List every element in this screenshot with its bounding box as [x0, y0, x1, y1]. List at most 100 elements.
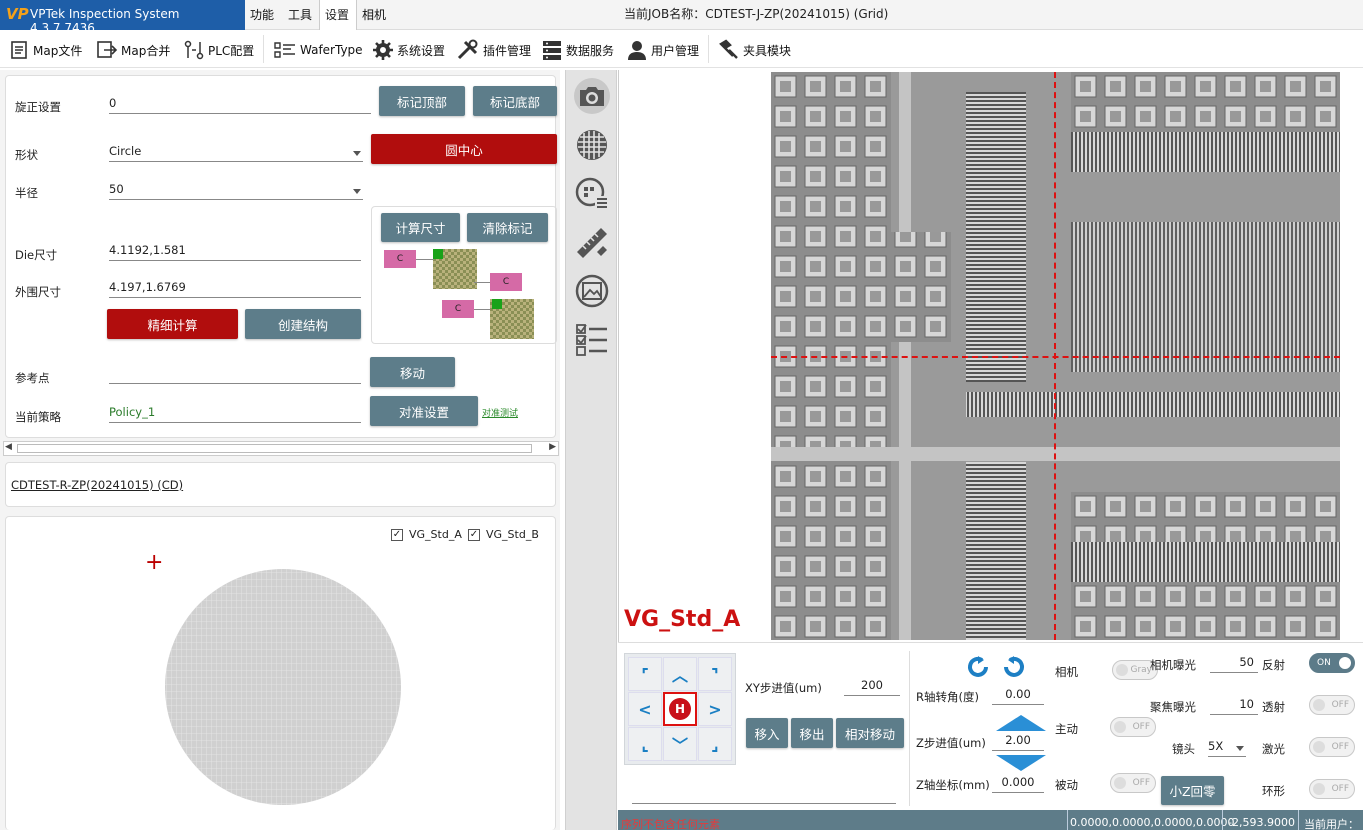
die-size-input[interactable]: 4.1192,1.581: [109, 241, 361, 261]
map-file-button[interactable]: Map文件: [10, 39, 82, 61]
system-settings-button[interactable]: 系统设置: [372, 39, 445, 61]
scroll-left-icon[interactable]: ◀: [5, 442, 12, 452]
wafer-map[interactable]: [161, 565, 406, 831]
active-toggle[interactable]: OFF: [1110, 717, 1156, 737]
reflect-toggle[interactable]: ON: [1309, 653, 1355, 673]
move-in-button[interactable]: 移入: [746, 718, 788, 748]
rotation-input[interactable]: 0: [109, 94, 371, 114]
passive-toggle[interactable]: OFF: [1110, 773, 1156, 793]
home-button[interactable]: H: [663, 692, 697, 726]
lens-label: 镜头: [1172, 742, 1195, 756]
focus-exposure-input[interactable]: 10: [1210, 695, 1258, 715]
checklist-icon: [576, 324, 607, 356]
wafer-grid-tool-button[interactable]: [574, 127, 610, 163]
camera-exposure-input[interactable]: 50: [1210, 653, 1258, 673]
menu-tools[interactable]: 工具: [288, 8, 313, 22]
laser-toggle[interactable]: OFF: [1309, 737, 1355, 757]
clear-marks-button[interactable]: 清除标记: [467, 213, 548, 242]
fine-calc-button[interactable]: 精细计算: [107, 309, 238, 339]
scroll-right-icon[interactable]: ▶: [549, 442, 556, 452]
jog-right-button[interactable]: >: [698, 692, 732, 726]
data-service-button[interactable]: 数据服务: [541, 39, 614, 61]
rotation-label: 旋正设置: [15, 100, 61, 114]
toggle-knob: [1313, 783, 1325, 795]
toggle-knob: [1313, 699, 1325, 711]
divider: [632, 803, 896, 804]
scroll-thumb[interactable]: [17, 444, 532, 453]
outer-size-input[interactable]: 4.197,1.6769: [109, 278, 361, 298]
image-tool-button[interactable]: [574, 273, 610, 309]
divider: [1222, 810, 1223, 830]
checkbox-checked-icon[interactable]: ✓: [391, 528, 403, 541]
rotate-ccw-icon[interactable]: [966, 655, 990, 679]
recipe-link[interactable]: CDTEST-R-ZP(20241015) (CD): [11, 478, 184, 492]
plugin-tools-icon: [457, 39, 478, 60]
app-logo-area: VP VPTek Inspection System 4.3.7.7436: [0, 0, 245, 35]
wafer-microscope-image[interactable]: [771, 72, 1340, 640]
jog-up-button[interactable]: ︿: [663, 657, 697, 691]
r-angle-input[interactable]: 0.00: [992, 685, 1044, 705]
plc-config-button[interactable]: PLC配置: [183, 39, 254, 61]
toolbar: Map文件 Map合并 PLC配置 WaferType 系统设置 插件管理 数据…: [0, 30, 1363, 68]
menu-settings-tab[interactable]: 设置: [319, 0, 357, 30]
radius-select[interactable]: 50: [109, 180, 363, 200]
image-frame-icon: [575, 274, 609, 308]
wafer-type-icon: [274, 42, 295, 58]
calc-size-button[interactable]: 计算尺寸: [381, 213, 460, 242]
rotate-cw-icon[interactable]: [1002, 655, 1026, 679]
checkbox-checked-icon[interactable]: ✓: [468, 528, 480, 541]
image-overlay-label: VG_Std_A: [624, 607, 741, 632]
jog-down-button[interactable]: ﹀: [663, 727, 697, 761]
z-up-arrow-icon[interactable]: [996, 715, 1046, 731]
wafer-type-button[interactable]: WaferType: [273, 39, 363, 61]
create-structure-button[interactable]: 创建结构: [245, 309, 361, 339]
relative-move-button[interactable]: 相对移动: [836, 718, 904, 748]
z-coord-input[interactable]: 0.000: [992, 773, 1044, 793]
reference-point-input[interactable]: [109, 364, 361, 384]
jog-up-right-button[interactable]: ⌝: [698, 657, 732, 691]
z-down-arrow-icon[interactable]: [996, 755, 1046, 771]
menu-function[interactable]: 功能: [250, 8, 275, 22]
left-panel: 旋正设置 0 标记顶部 标记底部 形状 Circle 圆中心 半径 50 计算尺…: [0, 70, 560, 830]
camera-tool-button[interactable]: [574, 78, 610, 114]
jog-up-left-button[interactable]: ⌜: [628, 657, 662, 691]
align-settings-button[interactable]: 对准设置: [370, 396, 478, 426]
wafer-die-grid: [165, 569, 401, 805]
plugin-manager-button[interactable]: 插件管理: [456, 39, 531, 61]
move-out-button[interactable]: 移出: [791, 718, 833, 748]
circle-center-button[interactable]: 圆中心: [371, 134, 557, 164]
wafer-list-tool-button[interactable]: [574, 176, 610, 212]
move-button[interactable]: 移动: [370, 357, 455, 387]
camera-mode-toggle[interactable]: Gray: [1112, 660, 1158, 680]
horizontal-scrollbar[interactable]: ◀ ▶: [3, 441, 559, 456]
z-step-input[interactable]: 2.00: [992, 731, 1044, 751]
xy-step-input[interactable]: 200: [844, 676, 900, 696]
measure-tool-button[interactable]: [574, 225, 610, 261]
checklist-tool-button[interactable]: [574, 321, 610, 357]
jog-left-button[interactable]: <: [628, 692, 662, 726]
menu-settings[interactable]: 设置: [325, 8, 350, 22]
current-user-label: 当前用户：: [1304, 818, 1359, 831]
z-step-label: Z步进值(um): [916, 736, 986, 750]
lens-select[interactable]: 5X: [1208, 737, 1246, 757]
policy-input[interactable]: Policy_1: [109, 403, 361, 423]
legend-vg-std-b[interactable]: ✓ VG_Std_B: [468, 528, 539, 541]
mark-bottom-button[interactable]: 标记底部: [473, 86, 557, 116]
legend-vg-std-a[interactable]: ✓ VG_Std_A: [391, 528, 462, 541]
jog-down-left-button[interactable]: ⌞: [628, 727, 662, 761]
align-test-link[interactable]: 对准测试: [482, 409, 519, 419]
mark-top-button[interactable]: 标记顶部: [379, 86, 465, 116]
jog-down-right-button[interactable]: ⌟: [698, 727, 732, 761]
policy-label: 当前策略: [15, 410, 61, 424]
fixture-module-button[interactable]: 夹具模块: [718, 39, 791, 61]
small-z-home-button[interactable]: 小Z回零: [1161, 776, 1224, 805]
transmit-toggle[interactable]: OFF: [1309, 695, 1355, 715]
user-manager-button[interactable]: 用户管理: [626, 39, 699, 61]
shape-select[interactable]: Circle: [109, 142, 363, 162]
die-corner-2: [492, 299, 502, 309]
map-merge-button[interactable]: Map合并: [96, 39, 170, 61]
ring-toggle[interactable]: OFF: [1309, 779, 1355, 799]
link-line: [474, 282, 490, 283]
data-server-icon: [543, 41, 561, 60]
menu-camera[interactable]: 相机: [362, 8, 387, 22]
